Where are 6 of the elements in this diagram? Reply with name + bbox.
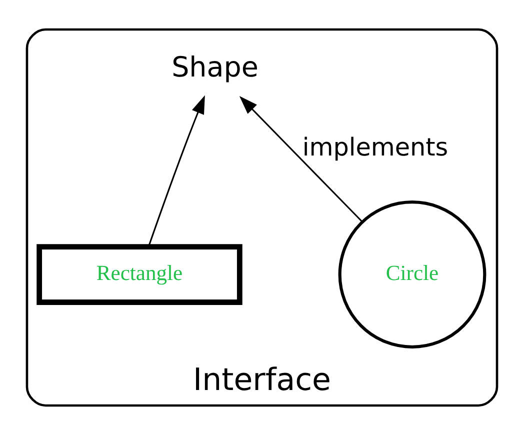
node-box: Rectangle bbox=[36, 244, 242, 304]
arrow bbox=[239, 96, 363, 222]
edge-label: implements bbox=[302, 132, 448, 162]
node-circle: Circle bbox=[338, 200, 486, 348]
node-text: Shape bbox=[172, 50, 258, 83]
arrow bbox=[148, 94, 205, 246]
